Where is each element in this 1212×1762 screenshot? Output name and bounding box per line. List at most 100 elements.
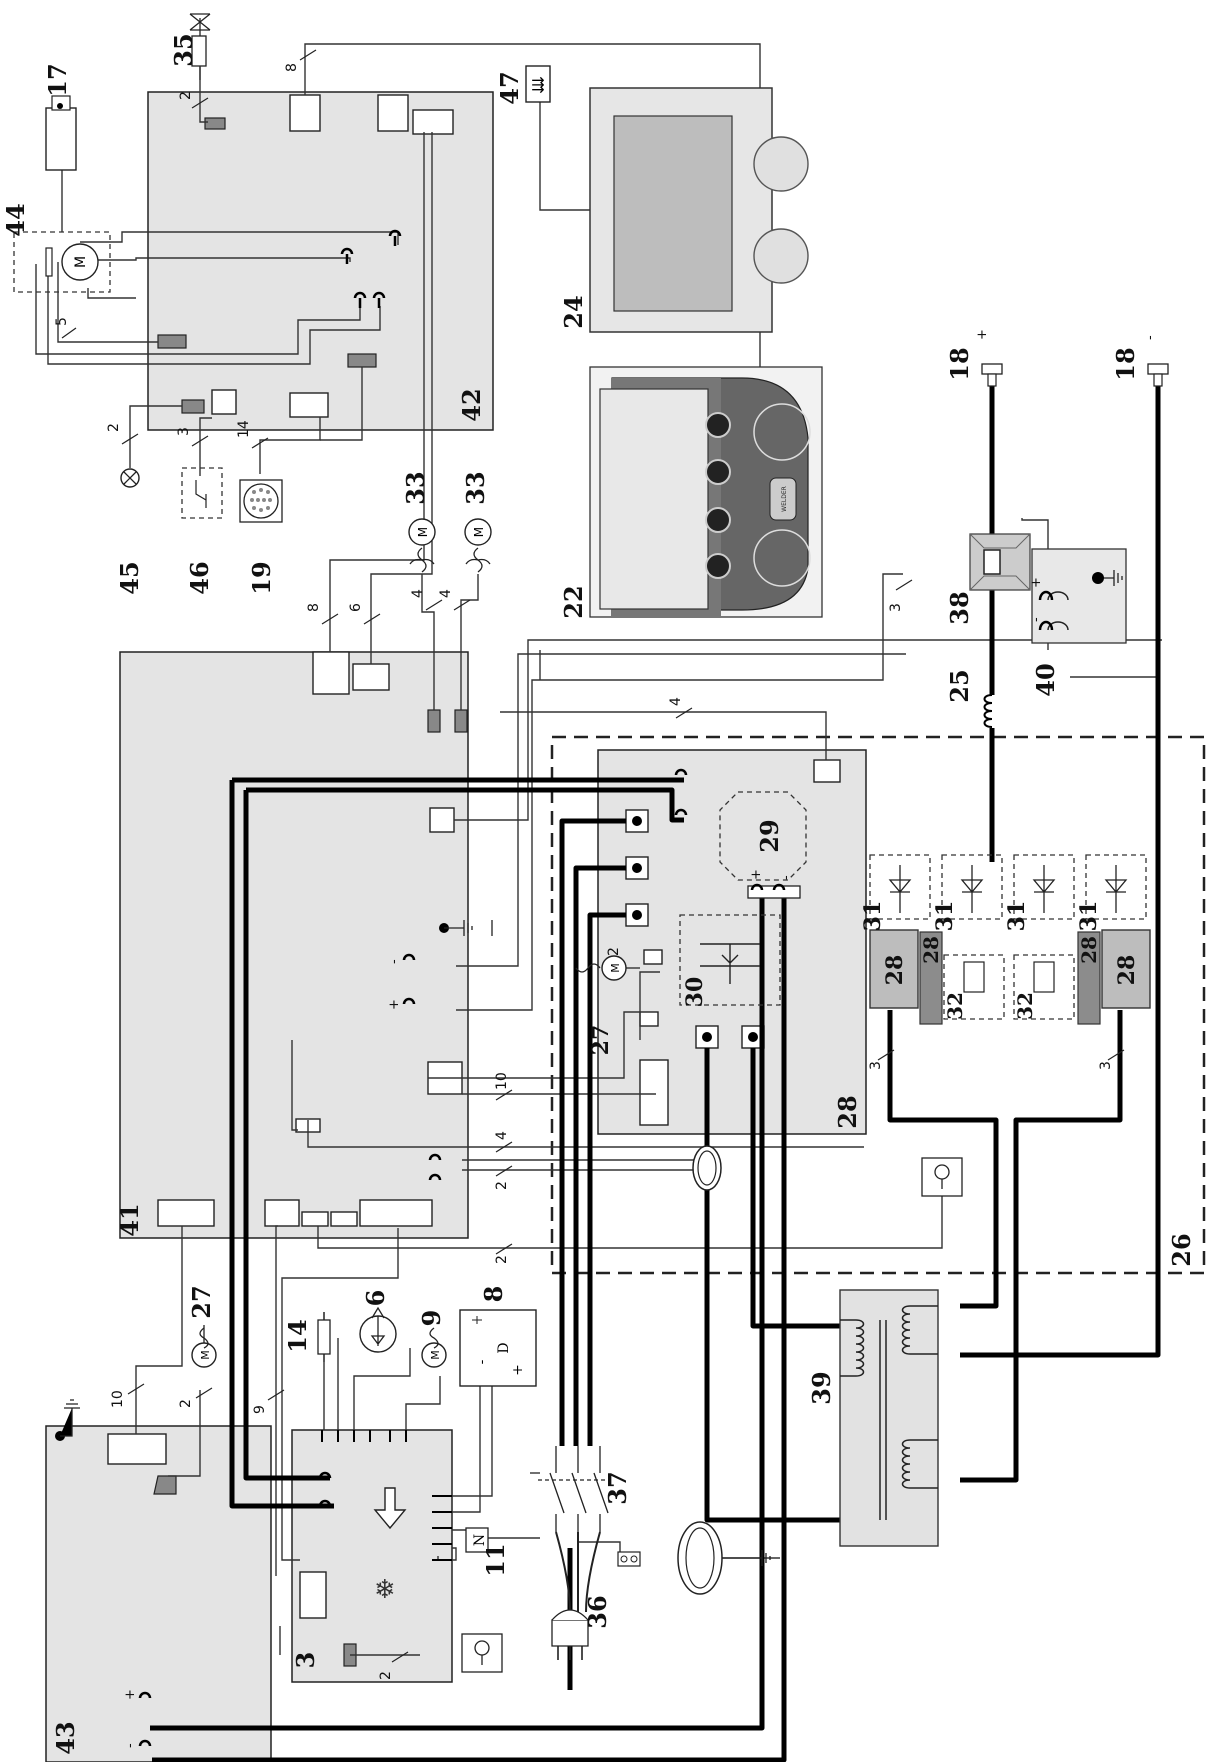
fan-33b-m: M: [472, 527, 486, 537]
power-modules-28: [869, 929, 1151, 1025]
wire-count-8-41: 8: [306, 603, 322, 612]
label-9: 9: [417, 1310, 446, 1327]
wire-count-3-38: 3: [888, 603, 904, 612]
diode-modules-31: [869, 854, 1147, 920]
label-41: 41: [115, 1203, 144, 1236]
label-19: 19: [247, 561, 276, 594]
label-18a: 18: [945, 347, 974, 380]
wire-count-3-46: 3: [176, 427, 192, 436]
label-39: 39: [807, 1371, 836, 1404]
terminal-18-minus: [1147, 363, 1169, 387]
label-31d: 31: [1076, 901, 1102, 932]
valve-35: [189, 13, 211, 80]
filter-block: [617, 1521, 723, 1595]
fan-33a: M: [408, 518, 436, 573]
label-31b: 31: [932, 901, 958, 932]
label-38: 38: [945, 591, 974, 624]
wire-count-8-top: 8: [284, 63, 300, 72]
fan-27: M: [191, 1327, 217, 1368]
polarity-minus-29: -: [779, 875, 794, 880]
component-29: [719, 791, 807, 881]
wire-slashes: [61, 49, 1125, 1663]
wire-count-2-mid: 2: [494, 1181, 510, 1190]
terminal-18-plus: [981, 363, 1003, 387]
switch-37: [538, 1472, 610, 1514]
label-33b: 33: [461, 471, 490, 504]
module-8-plus: +: [510, 1364, 526, 1376]
label-28d: 28: [1114, 955, 1140, 986]
polarity-minus-43: -: [123, 1743, 138, 1748]
pump-6: [359, 1306, 397, 1353]
component-11: N: [465, 1527, 489, 1553]
label-31a: 31: [860, 901, 886, 932]
label-32a: 32: [943, 992, 967, 1020]
module-8-d: D: [496, 1342, 512, 1353]
wire-count-2-3: 2: [378, 1671, 394, 1680]
wire-count-4-mid: 4: [494, 1131, 510, 1140]
label-28b: 28: [919, 936, 943, 964]
polarity-plus-40: +: [1029, 577, 1044, 588]
wire-count-labels: 2 8 5 2 3 14 8 6 4 4 3 4 10 4 2 2 3 3 10…: [54, 63, 1114, 1680]
wire-count-2-27: 2: [178, 1399, 194, 1408]
board-3: ❄: [291, 1429, 453, 1683]
module-8: D - +: [459, 1309, 537, 1387]
fan-9-m: M: [429, 1350, 442, 1360]
label-44: 44: [1, 203, 30, 236]
fan-27-m: M: [199, 1350, 212, 1360]
wire-count-3-right: 3: [1098, 1061, 1114, 1070]
component-17: [45, 95, 77, 171]
board-42: [147, 91, 494, 431]
fan-27-inner-m: M: [609, 963, 622, 973]
polarity-plus-top: +: [975, 329, 990, 340]
board3-pins: [321, 1430, 452, 1561]
wire-count-4-28: 4: [668, 697, 684, 706]
label-31c: 31: [1004, 901, 1030, 932]
brand-text: WELDER: [781, 486, 788, 512]
usb-47: ⇶: [525, 65, 551, 103]
wire-count-2-key: 2: [494, 1255, 510, 1264]
thermal-sensor-bottom: [461, 1633, 503, 1673]
ground-icon-43: [55, 1399, 80, 1441]
component-11-n: N: [472, 1534, 488, 1546]
control-panel-22: WELDER: [589, 366, 823, 618]
plug-36: [551, 1531, 601, 1660]
display-24: [589, 87, 809, 333]
current-sensor: [692, 1145, 722, 1191]
fan-33b: M: [464, 518, 492, 573]
label-26: 26: [1167, 1233, 1196, 1266]
fan-27-inner: M: [575, 955, 627, 981]
fan-9: M: [421, 1327, 447, 1368]
polarity-minus-40: -: [1029, 617, 1044, 622]
motor-44: M: [13, 231, 111, 293]
polarity-minus-41: -: [387, 959, 402, 964]
inverter-board-28: [597, 749, 867, 1135]
component-labels: 17 35 44 47 42 24 22 45 46 19 33 33 18 1…: [1, 33, 1196, 1754]
svg-text:❄: ❄: [374, 1575, 396, 1605]
ground-icon-40: [1104, 570, 1123, 586]
wire-count-5: 5: [54, 317, 70, 326]
motor-label-44: M: [73, 256, 89, 268]
label-18b: 18: [1111, 347, 1140, 380]
label-24: 24: [559, 295, 588, 328]
label-29: 29: [755, 819, 784, 852]
label-17: 17: [43, 63, 72, 96]
polarity-labels: + - + - - + + - + -: [123, 329, 1158, 1748]
lamp-45: [120, 468, 140, 488]
switch-46: [181, 467, 223, 519]
wire-count-14: 14: [236, 420, 252, 438]
label-37: 37: [603, 1471, 632, 1504]
label-30: 30: [682, 977, 708, 1008]
wire-count-2-45: 2: [106, 423, 122, 432]
module-8-minus: -: [474, 1359, 490, 1364]
fan-33a-m: M: [416, 527, 430, 537]
socket-19: [239, 479, 283, 523]
label-28e: 28: [833, 1095, 862, 1128]
ground-icon-41: [439, 920, 493, 936]
terminal-hooks: [138, 229, 1054, 1747]
sensor-38: [969, 533, 1031, 591]
ground-icon-filter: [722, 1550, 771, 1566]
component-30: [679, 914, 781, 1006]
label-28c: 28: [1077, 936, 1101, 964]
board-43: [45, 1425, 272, 1762]
